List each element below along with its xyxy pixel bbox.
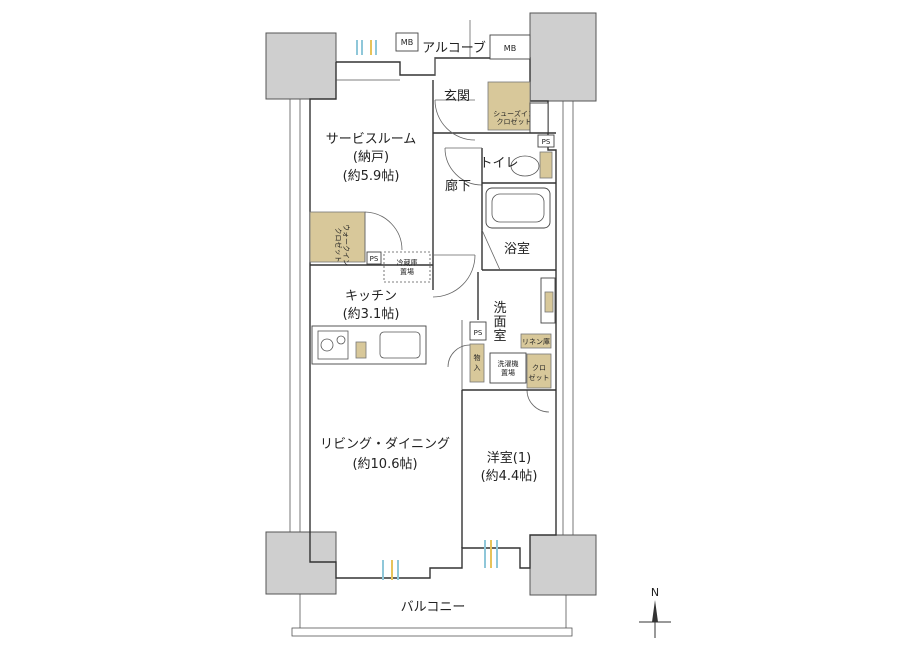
toilet-label: トイレ <box>479 156 518 171</box>
walkin-closet <box>309 211 366 263</box>
closet-label-1: クロ <box>532 364 546 372</box>
bathtub <box>485 187 551 229</box>
storage-label-2: 入 <box>474 364 481 372</box>
ps-box-1 <box>366 251 382 265</box>
burner-1 <box>320 338 334 352</box>
balcony-rail <box>291 627 573 637</box>
shoes-closet-label-1: シューズイン <box>493 109 535 118</box>
fridge-label-2: 置場 <box>400 267 414 276</box>
storage-label-1: 物 <box>474 353 481 362</box>
column-top-right <box>529 12 597 102</box>
service-room-label: サービスルーム <box>326 132 417 147</box>
kitchen-label: キッチン <box>345 289 397 304</box>
vanity-basin <box>544 291 554 313</box>
mb-box-left <box>395 32 419 52</box>
ps-box-toilet <box>537 134 555 148</box>
mb-label-left: MB <box>401 38 413 47</box>
washer-space <box>489 352 527 384</box>
entrance-label: 玄関 <box>444 89 470 104</box>
walkin-closet-label-2: クロゼット <box>334 228 343 263</box>
counter-accent <box>355 341 367 359</box>
ps-label-2: PS <box>474 329 483 337</box>
service-room-size-label: (約5.9帖) <box>343 169 400 184</box>
storage-room <box>469 343 485 383</box>
storage-door <box>447 344 471 368</box>
burner-2 <box>336 335 346 345</box>
bath-label: 浴室 <box>504 241 530 257</box>
vents-top <box>356 40 377 55</box>
entrance-door <box>434 99 476 141</box>
toilet-door <box>444 147 483 186</box>
fridge-label-1: 冷蔵庫 <box>397 258 418 267</box>
washroom-label-1: 洗 <box>493 301 506 316</box>
compass-icon <box>639 600 671 638</box>
service-room-sub-label: (納戸) <box>353 150 389 165</box>
ps-label-1: PS <box>370 255 379 263</box>
western-room-label: 洋室(1) <box>487 450 531 466</box>
alcove-door <box>434 20 471 75</box>
washroom-label-2: 面 <box>493 315 506 330</box>
shoes-shelf <box>529 102 549 134</box>
ps-box-2 <box>469 321 487 341</box>
column-top-left <box>265 32 337 100</box>
kitchen-size-label: (約3.1帖) <box>343 307 400 322</box>
corridor-door <box>432 254 476 298</box>
mb-box-right <box>489 34 531 60</box>
washer-label-1: 洗濯機 <box>498 359 519 368</box>
bathtub-inner <box>491 193 545 223</box>
toilet-bowl <box>510 155 540 177</box>
closet-western <box>526 353 552 389</box>
washroom-label-3: 室 <box>493 328 506 344</box>
living-size-label: (約10.6帖) <box>352 457 417 472</box>
closet-door <box>526 389 550 413</box>
ps-label-toilet: PS <box>542 138 551 146</box>
bath-door <box>481 229 501 271</box>
walkin-closet-label-1: ウォークイン <box>342 224 350 266</box>
linen-label: リネン庫 <box>522 337 550 346</box>
western-room-size-label: (約4.4帖) <box>481 469 538 484</box>
fridge-space <box>383 251 431 283</box>
corridor-label: 廊下 <box>445 178 471 194</box>
walkin-closet-door <box>364 211 403 262</box>
closet-label-2: ゼット <box>529 373 550 382</box>
column-bottom-right <box>529 534 597 596</box>
shoes-closet-label-2: クロゼット <box>497 117 532 126</box>
toilet-tank <box>539 151 553 179</box>
compass-north-label: N <box>651 586 659 599</box>
balcony-label: バルコニー <box>401 600 466 615</box>
living-label: リビング・ダイニング <box>320 437 450 452</box>
alcove-label: アルコーブ <box>422 40 486 56</box>
kitchen-sink <box>379 331 421 359</box>
mb-label-right: MB <box>504 44 516 53</box>
linen-storage <box>520 333 552 349</box>
washer-label-2: 置場 <box>501 368 515 377</box>
stove-left <box>317 330 349 360</box>
vents-bottom <box>382 540 498 580</box>
column-bottom-left <box>265 531 337 595</box>
